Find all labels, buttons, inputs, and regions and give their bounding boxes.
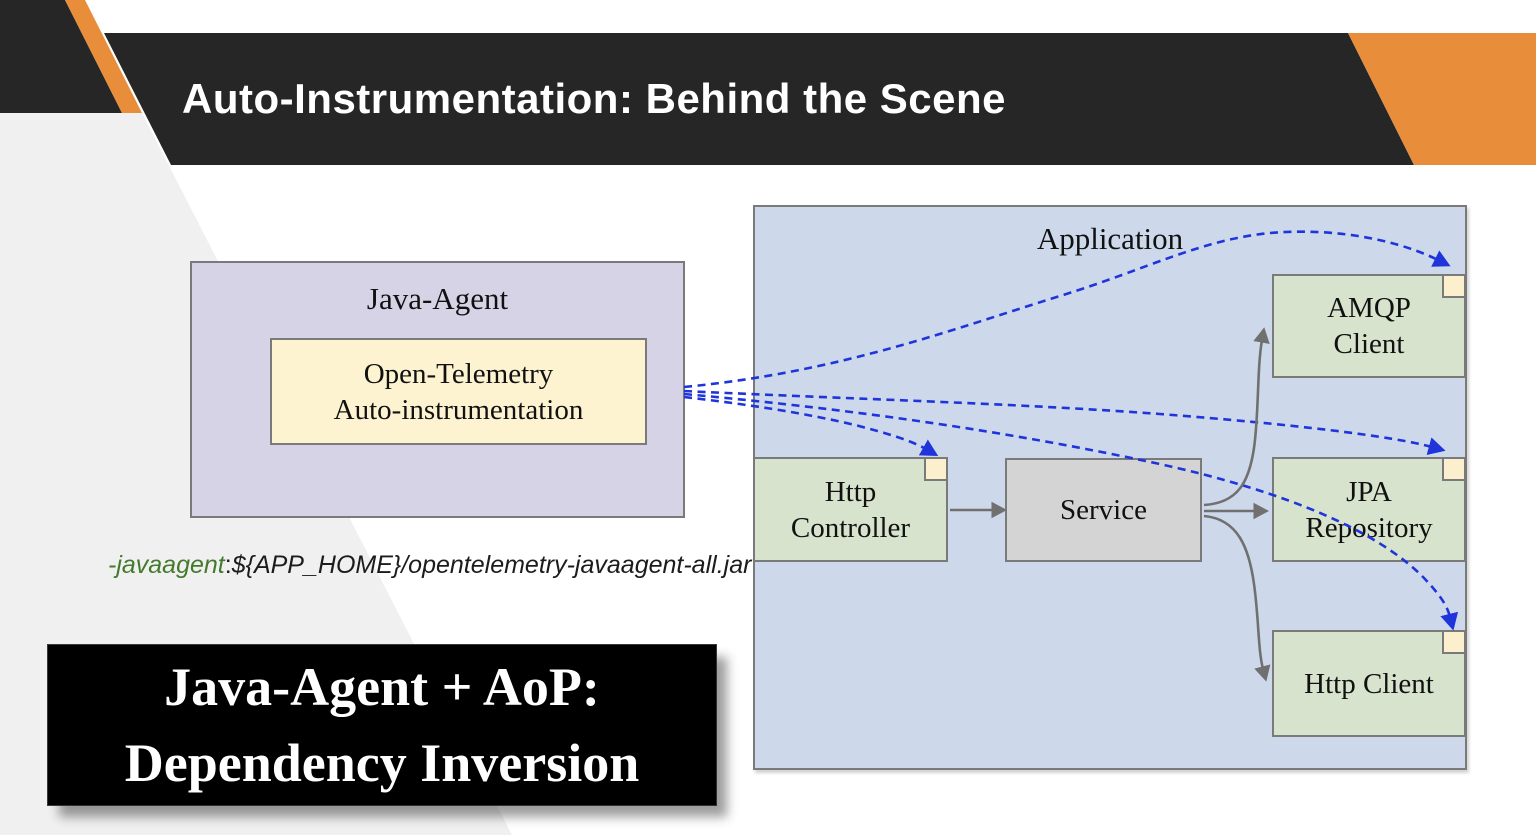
otel-label-line2: Auto-instrumentation: [333, 393, 584, 426]
otel-label-line1: Open-Telemetry: [363, 357, 554, 390]
banner-line2: Dependency Inversion: [124, 733, 640, 793]
component-label-line2: Client: [1333, 328, 1405, 360]
javaagent-jar-path: ${APP_HOME}/opentelemetry-javaagent-all.…: [231, 551, 752, 579]
component-tab-icon: [1442, 457, 1466, 481]
component-label-line2: Controller: [790, 511, 911, 544]
otel-auto-instrumentation-box: Open-Telemetry Auto-instrumentation: [270, 338, 647, 445]
component-label-line1: Http: [824, 475, 877, 508]
title-band: Auto-Instrumentation: Behind the Scene: [0, 33, 1536, 165]
component-label-line2: Repository: [1305, 511, 1433, 544]
component-tab-icon: [1442, 274, 1466, 298]
component-tab-icon: [1442, 630, 1466, 654]
page-title: Auto-Instrumentation: Behind the Scene: [182, 75, 1007, 122]
component-label-line1: AMQP: [1327, 292, 1411, 324]
component-tab-icon: [924, 457, 948, 481]
java-agent-box: Java-Agent Open-Telemetry Auto-instrumen…: [190, 261, 685, 518]
title-band-dark: [104, 33, 1414, 165]
component-jpa-repository: JPA Repository: [1272, 457, 1466, 562]
application-label: Application: [1036, 221, 1184, 256]
java-agent-label: Java-Agent: [366, 281, 509, 316]
component-label-line1: Http Client: [1304, 667, 1434, 700]
banner-line1: Java-Agent + AoP:: [164, 657, 600, 717]
component-label-line1: JPA: [1346, 475, 1392, 508]
component-http-client: Http Client: [1272, 630, 1466, 737]
component-label-line1: Service: [1060, 494, 1147, 526]
component-http-controller: Http Controller: [753, 457, 948, 562]
dependency-inversion-banner: Java-Agent + AoP: Dependency Inversion: [48, 645, 716, 805]
javaagent-command-line: -javaagent:${APP_HOME}/opentelemetry-jav…: [108, 551, 751, 580]
component-service: Service: [1005, 458, 1202, 562]
component-amqp-client: AMQP Client: [1272, 274, 1466, 378]
javaagent-colon: :: [224, 551, 232, 579]
javaagent-flag: -javaagent: [108, 551, 225, 579]
